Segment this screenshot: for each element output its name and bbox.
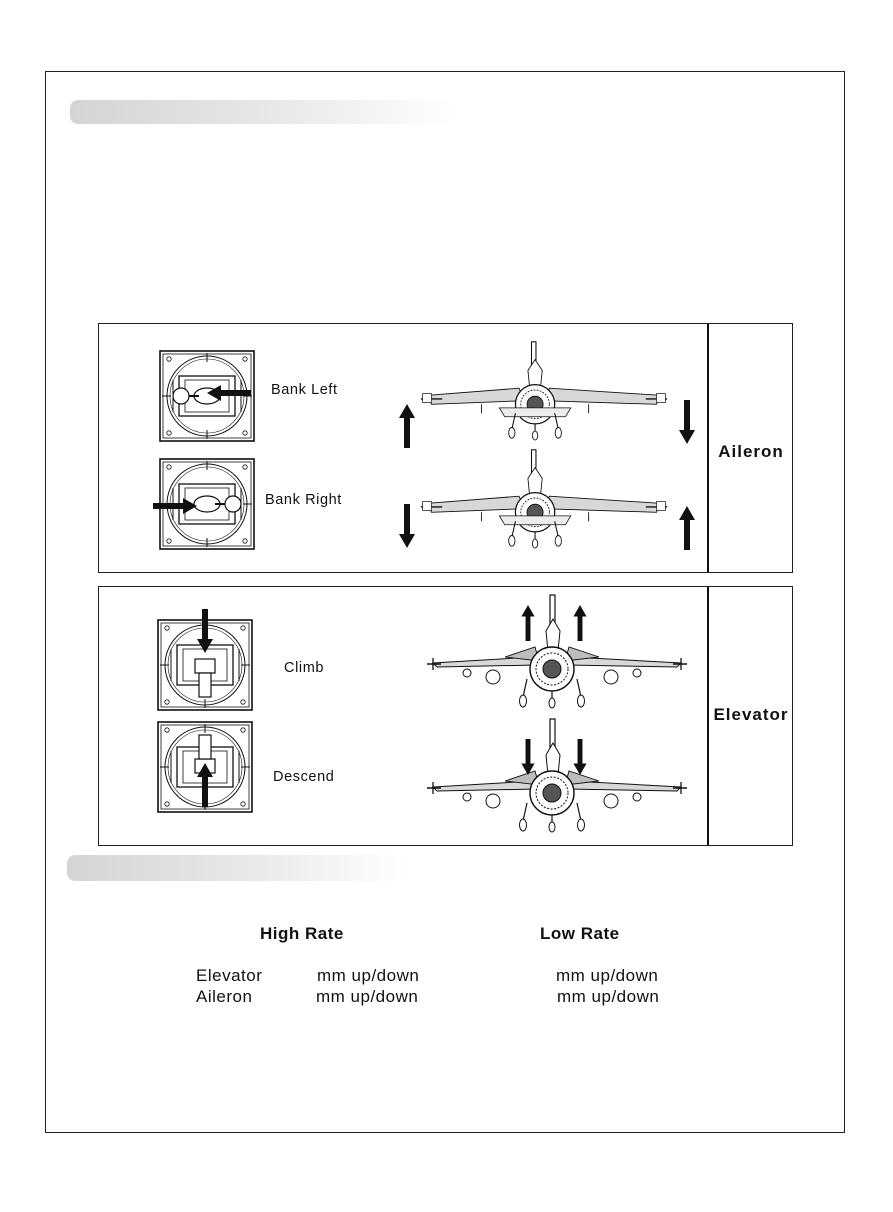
jet-descend-icon (427, 715, 687, 835)
stick-bank-right (159, 458, 255, 550)
gimbal-icon (157, 619, 253, 711)
jet-bank-left-icon (419, 336, 669, 444)
arrow-up-icon (521, 605, 535, 641)
arrow-down-icon (679, 400, 695, 444)
label-climb: Climb (284, 660, 325, 676)
arrow-down-icon (573, 739, 587, 775)
arrow-up-icon (399, 404, 415, 448)
aileron-section: Aileron Bank Left Bank Right (98, 323, 793, 573)
jet-climb-icon (427, 591, 687, 711)
rate-row-low: mm up/down (556, 966, 659, 985)
page-frame (45, 71, 845, 1133)
rate-row-label: Elevator (196, 966, 263, 985)
stick-climb (157, 619, 253, 711)
arrow-up-icon (573, 605, 587, 641)
elevator-section: Elevator Climb Descend (98, 586, 793, 846)
arrow-up-icon (197, 763, 213, 807)
arrow-down-icon (399, 504, 415, 548)
arrow-left-icon (207, 385, 251, 401)
rate-row-label: Aileron (196, 987, 253, 1006)
jet-bank-right-icon (419, 444, 669, 552)
label-bank-left: Bank Left (271, 382, 338, 398)
high-rate-heading: High Rate (260, 924, 344, 943)
elevator-title: Elevator (713, 705, 789, 724)
aileron-title: Aileron (718, 442, 784, 461)
gimbal-icon (159, 458, 255, 550)
rate-row-high: mm up/down (316, 987, 419, 1006)
section-heading-bar-top (70, 100, 458, 124)
low-rate-heading: Low Rate (540, 924, 620, 943)
elevator-divider (707, 587, 709, 845)
arrow-down-icon (521, 739, 535, 775)
arrow-down-icon (197, 609, 213, 653)
rate-row-high: mm up/down (317, 966, 420, 985)
label-descend: Descend (273, 769, 335, 785)
section-heading-bar-rates (67, 855, 407, 881)
rate-row-low: mm up/down (557, 987, 660, 1006)
label-bank-right: Bank Right (265, 492, 342, 508)
arrow-up-icon (679, 506, 695, 550)
arrow-right-icon (153, 498, 197, 514)
aileron-divider (707, 324, 709, 572)
